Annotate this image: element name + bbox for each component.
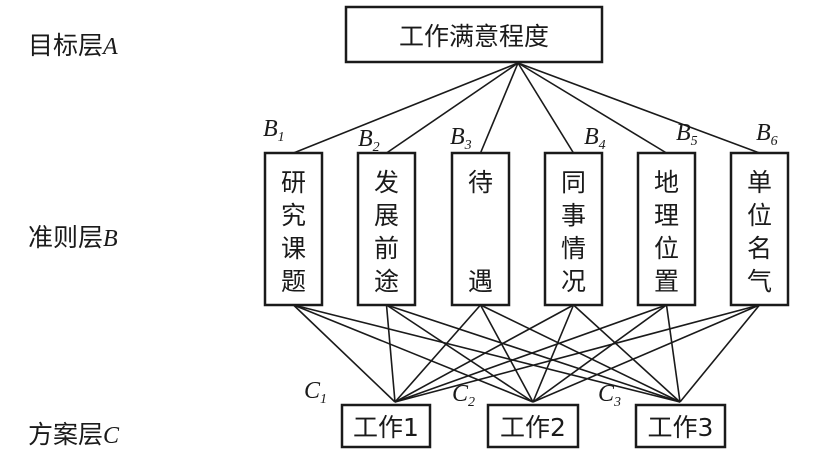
alternative-label: 工作3 <box>648 413 714 442</box>
criterion-alternative-link <box>386 304 534 403</box>
layer-label-criteria: 准则层B <box>28 223 118 252</box>
criterion-id: B6 <box>756 120 778 149</box>
criterion-char: 气 <box>747 267 772 296</box>
criterion-char: 途 <box>374 267 399 296</box>
criterion-char: 课 <box>281 234 306 263</box>
criterion-char: 单 <box>747 168 772 197</box>
goal-label: 工作满意程度 <box>399 22 549 51</box>
criterion-char: 究 <box>281 201 306 230</box>
criterion-char: 情 <box>561 234 586 263</box>
criterion-id: B4 <box>584 124 606 153</box>
goal-criterion-link <box>479 62 519 154</box>
alternative-box: 工作3 C3 <box>598 381 727 449</box>
criterion-char: 地 <box>654 168 679 197</box>
criterion-char: 位 <box>747 201 772 230</box>
criterion-id: B3 <box>450 124 472 153</box>
criterion-alternative-link <box>532 304 760 403</box>
criterion-char: 况 <box>561 267 586 296</box>
criterion-id: B1 <box>263 116 285 145</box>
goal-criterion-link <box>517 62 760 154</box>
criterion-alternative-link <box>532 304 667 403</box>
criterion-char: 理 <box>654 201 679 230</box>
alternatives-layer: 工作1 C1 工作2 C2 工作3 C3 <box>304 378 727 449</box>
criterion-alternative-link <box>385 304 396 403</box>
goal-box: 工作满意程度 <box>344 5 604 64</box>
criterion-char: 置 <box>654 267 679 296</box>
criterion-char: 展 <box>374 201 399 230</box>
criterion-alternative-link <box>532 304 575 403</box>
alternative-box: 工作1 C1 <box>304 378 432 449</box>
layer-label-alternatives: 方案层C <box>28 420 120 449</box>
alternative-label: 工作2 <box>500 413 566 442</box>
criterion-char: 发 <box>374 168 399 197</box>
alternative-id: C2 <box>452 381 475 410</box>
alternative-box: 工作2 C2 <box>452 381 580 449</box>
alternative-id: C3 <box>598 381 621 410</box>
criterion-alternative-link <box>665 304 681 403</box>
goal-criterion-link <box>293 62 519 154</box>
criterion-alternative-link <box>386 304 681 403</box>
criterion-char: 遇 <box>468 267 493 296</box>
criterion-char: 名 <box>747 234 772 263</box>
criterion-alternative-link <box>293 304 681 403</box>
svg-text:准则层B: 准则层B <box>28 223 118 252</box>
criterion-alternative-link <box>479 304 534 403</box>
criterion-alternative-link <box>292 304 396 403</box>
goal-criterion-link <box>517 62 575 154</box>
goal-criterion-link <box>386 62 519 154</box>
criterion-alternative-link <box>293 304 534 403</box>
criterion-alternative-link <box>394 304 574 403</box>
criterion-char: 前 <box>374 234 399 263</box>
criterion-alternative-link <box>679 304 761 403</box>
criterion-char: 待 <box>468 168 493 197</box>
criterion-char: 题 <box>281 267 306 296</box>
goal-criterion-link <box>517 62 667 154</box>
criterion-char: 研 <box>281 168 306 197</box>
criterion-alternative-link <box>394 304 482 403</box>
criterion-box: 待遇 B3 <box>450 124 511 307</box>
criterion-alternative-link <box>394 304 760 403</box>
alternative-id: C1 <box>304 378 327 407</box>
connector-lines <box>292 62 761 403</box>
criterion-char: 事 <box>561 201 586 230</box>
criterion-alternative-link <box>394 304 667 403</box>
layer-label-goal: 目标层A <box>28 31 118 60</box>
criterion-char: 同 <box>561 168 586 197</box>
svg-text:目标层A: 目标层A <box>28 31 118 60</box>
criterion-id: B2 <box>358 126 380 155</box>
alternative-label: 工作1 <box>353 413 419 442</box>
criterion-char: 位 <box>654 234 679 263</box>
criterion-alternative-link <box>572 304 681 403</box>
criterion-id: B5 <box>676 120 698 149</box>
svg-text:方案层C: 方案层C <box>28 420 120 449</box>
